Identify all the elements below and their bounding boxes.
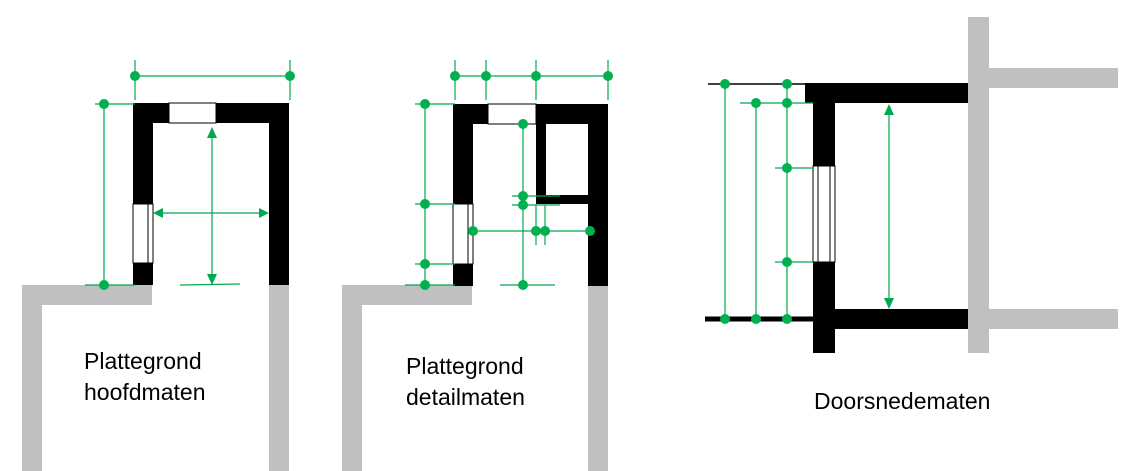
wall-left-upper: [133, 103, 153, 204]
caption-plan-detail-line2: detailmaten: [406, 384, 525, 410]
dimension-lines: [724, 83, 894, 319]
inner-wall-vertical: [536, 104, 546, 204]
caption-plan-detail-line1: Plattegrond: [406, 353, 524, 379]
wall-left-upper: [453, 104, 473, 204]
dimension-dot: [540, 226, 550, 236]
dimension-dot: [531, 71, 541, 81]
caption-plan-main-line1: Plattegrond: [84, 348, 202, 374]
dimension-dot: [420, 259, 430, 269]
dimension-dot: [720, 79, 730, 89]
dimension-dot: [751, 314, 761, 324]
roof-slab: [805, 83, 968, 103]
dimension-dot: [531, 226, 541, 236]
dimension-dot: [518, 280, 528, 290]
dimension-dot: [782, 163, 792, 173]
wall-left-lower: [133, 263, 153, 285]
wall-left-lower: [453, 264, 473, 286]
existing-wall-right-vertical: [588, 285, 608, 471]
dimension-dot: [130, 71, 140, 81]
front-wall-lower: [813, 262, 835, 353]
floor-slab: [835, 309, 968, 329]
section-drawing: [705, 17, 1118, 353]
dimension-dot: [518, 119, 528, 129]
existing-floor-upper: [989, 68, 1118, 88]
existing-wall-vertical: [968, 17, 989, 353]
dimension-dot: [468, 226, 478, 236]
caption-section: Doorsnedematen: [814, 388, 991, 414]
dimension-dot: [518, 200, 528, 210]
existing-wall-left-vertical: [342, 285, 362, 471]
wall-right: [269, 103, 289, 285]
dimension-dot: [99, 280, 109, 290]
dimension-dot: [782, 79, 792, 89]
window-top: [487, 103, 537, 125]
window-section: [812, 165, 836, 263]
inner-wall-horizontal: [536, 195, 608, 204]
caption-plan-main-line2: hoofdmaten: [84, 379, 206, 405]
dimension-dot: [420, 199, 430, 209]
caption-plan-main: Plattegrond hoofdmaten: [84, 346, 205, 408]
dimension-dot: [720, 314, 730, 324]
existing-wall-left-horizontal: [342, 285, 472, 305]
dimension-lines: [85, 60, 291, 286]
dimension-dot: [420, 99, 430, 109]
dimension-dot: [782, 314, 792, 324]
existing-floor-lower: [989, 309, 1118, 329]
dimension-dot: [285, 71, 295, 81]
window-top: [168, 102, 217, 124]
existing-wall-right-vertical: [269, 285, 289, 471]
dimension-lines: [405, 60, 609, 286]
dimension-dot: [450, 71, 460, 81]
plan-main-drawing: [22, 60, 295, 471]
dimension-dot: [751, 98, 761, 108]
dimension-dot: [99, 99, 109, 109]
dimension-dot: [420, 280, 430, 290]
dimension-dot: [481, 71, 491, 81]
dimension-dot: [518, 191, 528, 201]
caption-plan-detail: Plattegrond detailmaten: [406, 351, 525, 413]
plan-detail-drawing: [342, 60, 613, 471]
dimension-dot: [782, 98, 792, 108]
existing-wall-left-horizontal: [22, 285, 152, 305]
existing-wall-left-vertical: [22, 285, 42, 471]
dimension-dot: [585, 226, 595, 236]
dimension-dot: [782, 257, 792, 267]
dimension-dot: [603, 71, 613, 81]
window-left: [132, 203, 154, 264]
front-wall-upper: [813, 83, 835, 166]
